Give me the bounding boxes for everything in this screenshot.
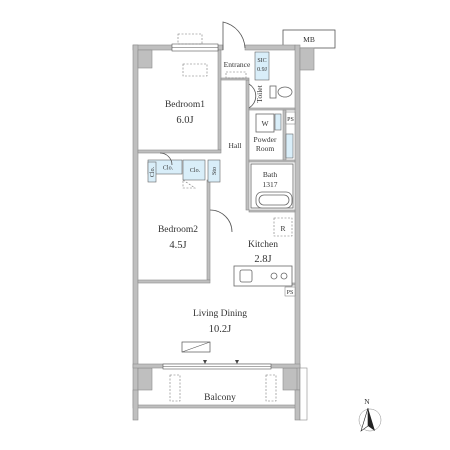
bath-area: 1317	[263, 180, 278, 189]
storage-label: Sto	[212, 167, 218, 175]
bedroom2-area: 4.5J	[169, 240, 186, 251]
bedroom1-area: 6.0J	[176, 115, 193, 126]
balcony-name: Balcony	[204, 393, 236, 403]
washer-area: W	[255, 113, 282, 133]
ps-upper-box	[285, 111, 296, 125]
shoe-box	[225, 71, 247, 79]
north-arrow: N	[358, 397, 382, 432]
mb-label: MB	[303, 35, 315, 44]
hall-name: Hall	[229, 141, 242, 150]
balcony-fixture-left	[169, 374, 181, 402]
kitchen-name: Kitchen	[248, 240, 278, 250]
air-conditioner	[181, 341, 211, 353]
balcony-fixture-right	[265, 374, 277, 402]
bedroom2-door[interactable]	[209, 209, 233, 233]
mb-box: MB	[282, 29, 336, 49]
refrigerator-label: R	[280, 224, 285, 233]
closet-label-3: Clo.	[150, 166, 156, 177]
sic-label: SIC	[257, 58, 266, 64]
north-label: N	[364, 397, 370, 406]
bedroom1-name: Bedroom1	[165, 100, 205, 110]
ps-lower-label: PS	[287, 290, 294, 296]
ps-lower-box	[284, 286, 296, 297]
powder-room-name-2: Room	[256, 144, 275, 153]
closet-label-2: Clo.	[190, 168, 201, 174]
bath-room: Bath 1317	[250, 163, 294, 209]
kitchen-area: Kitchen 2.8J R	[233, 217, 293, 287]
bedroom1-window	[171, 33, 219, 77]
bedroom2-name: Bedroom2	[158, 225, 198, 235]
powder-room-name-1: Powder	[254, 135, 277, 144]
ps-upper-label: PS	[287, 117, 294, 123]
interior-walls	[137, 49, 296, 286]
entrance-name: Entrance	[224, 60, 251, 69]
entrance-door[interactable]	[222, 21, 246, 50]
bath-name: Bath	[263, 170, 277, 179]
sic-closet: SIC 0.9J	[254, 51, 270, 81]
living-dining-name: Living Dining	[193, 309, 247, 319]
balcony-window[interactable]	[162, 360, 272, 370]
closet-label-1: Clo.	[163, 166, 174, 172]
living-dining-area: 10.2J	[209, 324, 231, 335]
toilet-room: Toilet	[248, 83, 293, 109]
toilet-name: Toilet	[255, 84, 264, 102]
washer-label: W	[261, 119, 269, 128]
sic-area: 0.9J	[257, 67, 268, 73]
powder-room: Powder Room	[254, 133, 294, 159]
kitchen-area-value: 2.8J	[254, 254, 271, 265]
outer-walls	[132, 44, 315, 421]
closet-area: Clo. Clo. Clo. Sto	[147, 152, 221, 189]
